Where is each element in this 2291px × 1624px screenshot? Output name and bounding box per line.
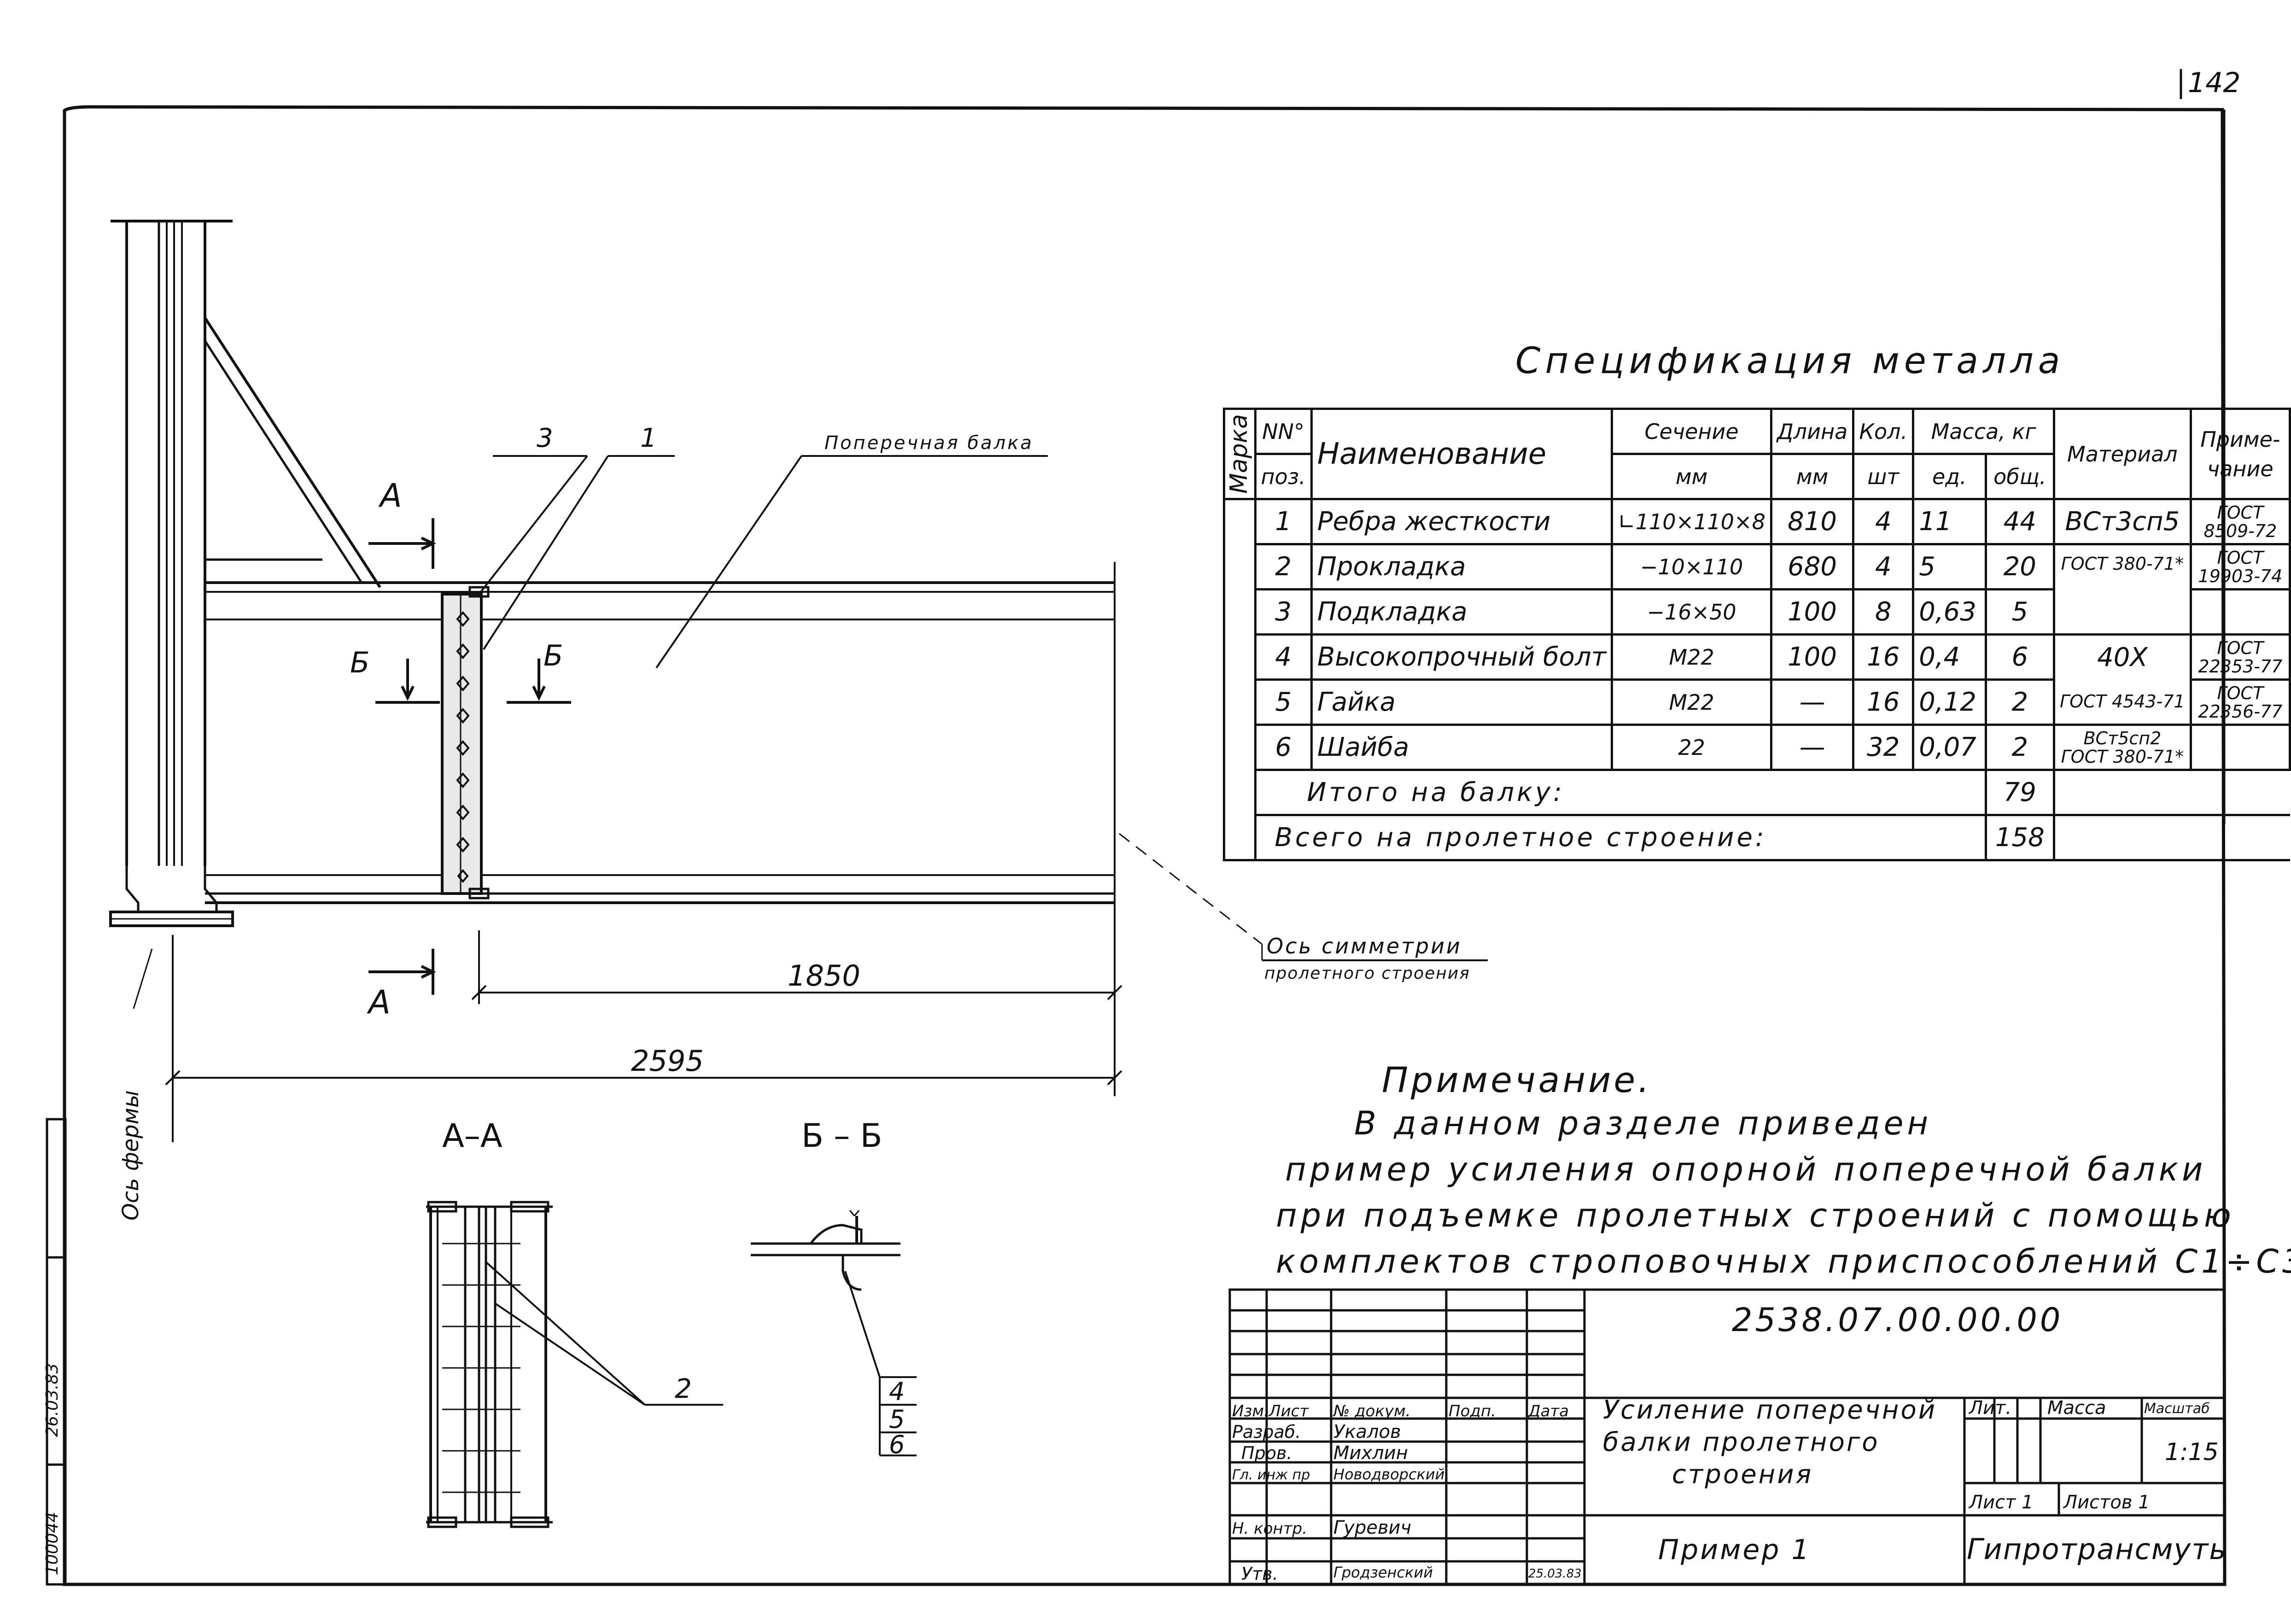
tb-sheet: Лист 1	[1968, 1492, 2034, 1513]
section-letter-b-right: Б	[544, 639, 563, 672]
tb-sheets: Листов 1	[2063, 1492, 2150, 1513]
position-label-5: 5	[889, 1405, 905, 1434]
dimension-lines	[133, 930, 1122, 1142]
tb-role-prov: Пров.	[1241, 1443, 1292, 1463]
spec-row: 2 Прокладка −10×110 680 4 5 20 ГОСТ 380-…	[1224, 543, 2291, 636]
spec-header-mass-unit: ед.	[1912, 453, 1987, 500]
tb-role-razrab: Разраб.	[1232, 1422, 1301, 1442]
position-label-3: 3	[537, 423, 553, 453]
section-mark-a-top	[368, 518, 436, 569]
tb-name-nkontr: Гуревич	[1333, 1517, 1411, 1538]
note-line-2: пример усиления опорной поперечной балки	[1285, 1151, 2207, 1188]
transverse-beam-label: Поперечная балка	[824, 432, 1034, 454]
dimension-1850: 1850	[788, 959, 860, 993]
spec-total-beam-row: Итого на балку: 79	[1224, 769, 2290, 816]
note-block: Примечание. В данном разделе приведен пр…	[1276, 1059, 2291, 1285]
spec-title: Спецификация металла	[1515, 340, 2065, 382]
section-mark-a-bottom	[368, 949, 436, 995]
spec-row: 1 Ребра жесткости ∟110×110×8 810 4 11 44…	[1223, 498, 2291, 861]
spec-header-material: Материал	[2053, 408, 2192, 500]
tb-name-razrab: Укалов	[1333, 1421, 1401, 1443]
spec-header-qty-unit: шт	[1852, 453, 1915, 500]
tb-mass: Масса	[2047, 1397, 2106, 1419]
dimension-2595: 2595	[631, 1044, 704, 1078]
position-label-1: 1	[640, 423, 657, 453]
section-letter-a-bottom: А	[367, 983, 391, 1021]
section-bb-view	[751, 1210, 917, 1456]
position-label-2: 2	[675, 1373, 692, 1404]
spec-header-name: Наименование	[1310, 408, 1613, 500]
leader-lines	[478, 455, 1048, 669]
section-aa-title: А–А	[442, 1117, 503, 1155]
symmetry-axis-line	[1119, 833, 1262, 945]
spec-header-nn: NN°	[1254, 408, 1313, 455]
spec-table: Марка NN° Наименование Сечение Длина Кол…	[1223, 408, 2291, 861]
tb-col-sign: Подп.	[1449, 1402, 1496, 1420]
section-letter-a-top: А	[378, 477, 402, 514]
tb-col-date: Дата	[1527, 1402, 1569, 1420]
tb-scale-label: Масштаб	[2144, 1401, 2210, 1417]
bolt-marks	[456, 611, 470, 883]
spec-header-poz: поз.	[1254, 453, 1313, 500]
tb-name-prov: Михлин	[1333, 1443, 1408, 1464]
symmetry-axis-label-1: Ось симметрии	[1267, 934, 1462, 958]
spec-row: 4 Высокопрочный болт М22 100 16 0,4 6 40…	[1224, 633, 2291, 681]
position-label-4: 4	[889, 1377, 905, 1406]
tb-role-nkontr: Н. контр.	[1232, 1519, 1307, 1538]
tb-doc-number: 2538.07.00.00.00	[1732, 1301, 2063, 1339]
tb-col-doc: № докум.	[1333, 1402, 1411, 1420]
tb-lit: Лит.	[1968, 1397, 2011, 1419]
note-line-3: при подъемке пролетных строений с помощь…	[1276, 1197, 2235, 1234]
tb-title-line3: строения	[1672, 1460, 1813, 1490]
title-block-labels: Изм. Лист № докум. Подп. Дата Разраб. Ук…	[1232, 1301, 2227, 1584]
spec-header-mass-total: общ.	[1984, 453, 2056, 500]
tb-title-line2: балки пролетного	[1603, 1427, 1880, 1457]
tb-col-list: Лист	[1268, 1402, 1309, 1420]
position-label-6: 6	[889, 1430, 905, 1459]
spec-header-qty: Кол.	[1852, 408, 1915, 455]
spec-row: 6 Шайба 22 — 32 0,07 2 ВСт5сп2 ГОСТ 380-…	[1224, 724, 2291, 771]
truss-axis-label: Ось фермы	[118, 1090, 144, 1221]
note-line-4: комплектов строповочных приспособлений С…	[1276, 1243, 2291, 1280]
tb-org: Гипротрансмуть	[1967, 1532, 2227, 1566]
tb-date-utv: 25.03.83	[1528, 1567, 1582, 1581]
spec-header-length-unit: мм	[1770, 453, 1855, 500]
spec-row: 5 Гайка М22 — 16 0,12 2 ГОСТ 4543-71 ГОС…	[1224, 678, 2291, 726]
title-block-grid	[1228, 1288, 2226, 1586]
section-aa-view	[426, 1201, 723, 1528]
spec-header-section: Сечение	[1611, 408, 1772, 455]
tb-name-gl: Новодворский	[1333, 1466, 1444, 1483]
tb-role-utv: Утв.	[1241, 1564, 1278, 1584]
tb-scale: 1:15	[2165, 1438, 2219, 1466]
spec-row: 3 Подкладка −16×50 100 8 0,63 5	[1224, 588, 2291, 636]
elevation-view	[109, 220, 1116, 1096]
section-mark-b	[375, 659, 571, 704]
side-stamp-date: 26.03.83	[43, 1363, 62, 1437]
page-number: 142	[2188, 67, 2241, 99]
spec-total-span-row: Всего на пролетное строение: 158	[1224, 814, 2290, 861]
tb-example: Пример 1	[1658, 1534, 1811, 1566]
tb-col-izm: Изм.	[1232, 1402, 1269, 1420]
note-heading: Примечание.	[1382, 1059, 1652, 1100]
tb-role-gl: Гл. инж пр	[1232, 1467, 1310, 1483]
note-line-1: В данном разделе приведен	[1354, 1104, 1932, 1142]
side-stamp	[46, 1118, 67, 1586]
tb-name-utv: Гродзенский	[1333, 1564, 1433, 1581]
spec-header-section-unit: мм	[1611, 453, 1772, 500]
spec-header-note: Приме-чание	[2189, 408, 2291, 500]
side-stamp-number: 100044	[43, 1512, 62, 1575]
spec-header-marka: Марка	[1223, 408, 1257, 500]
section-letter-b-left: Б	[350, 646, 370, 679]
tb-title-line1: Усиление поперечной	[1603, 1395, 1937, 1425]
spec-header-length: Длина	[1770, 408, 1855, 455]
section-bb-title: Б – Б	[801, 1117, 883, 1155]
spec-header-mass: Масса, кг	[1912, 408, 2056, 455]
symmetry-axis-label-2: пролетного строения	[1264, 964, 1470, 983]
